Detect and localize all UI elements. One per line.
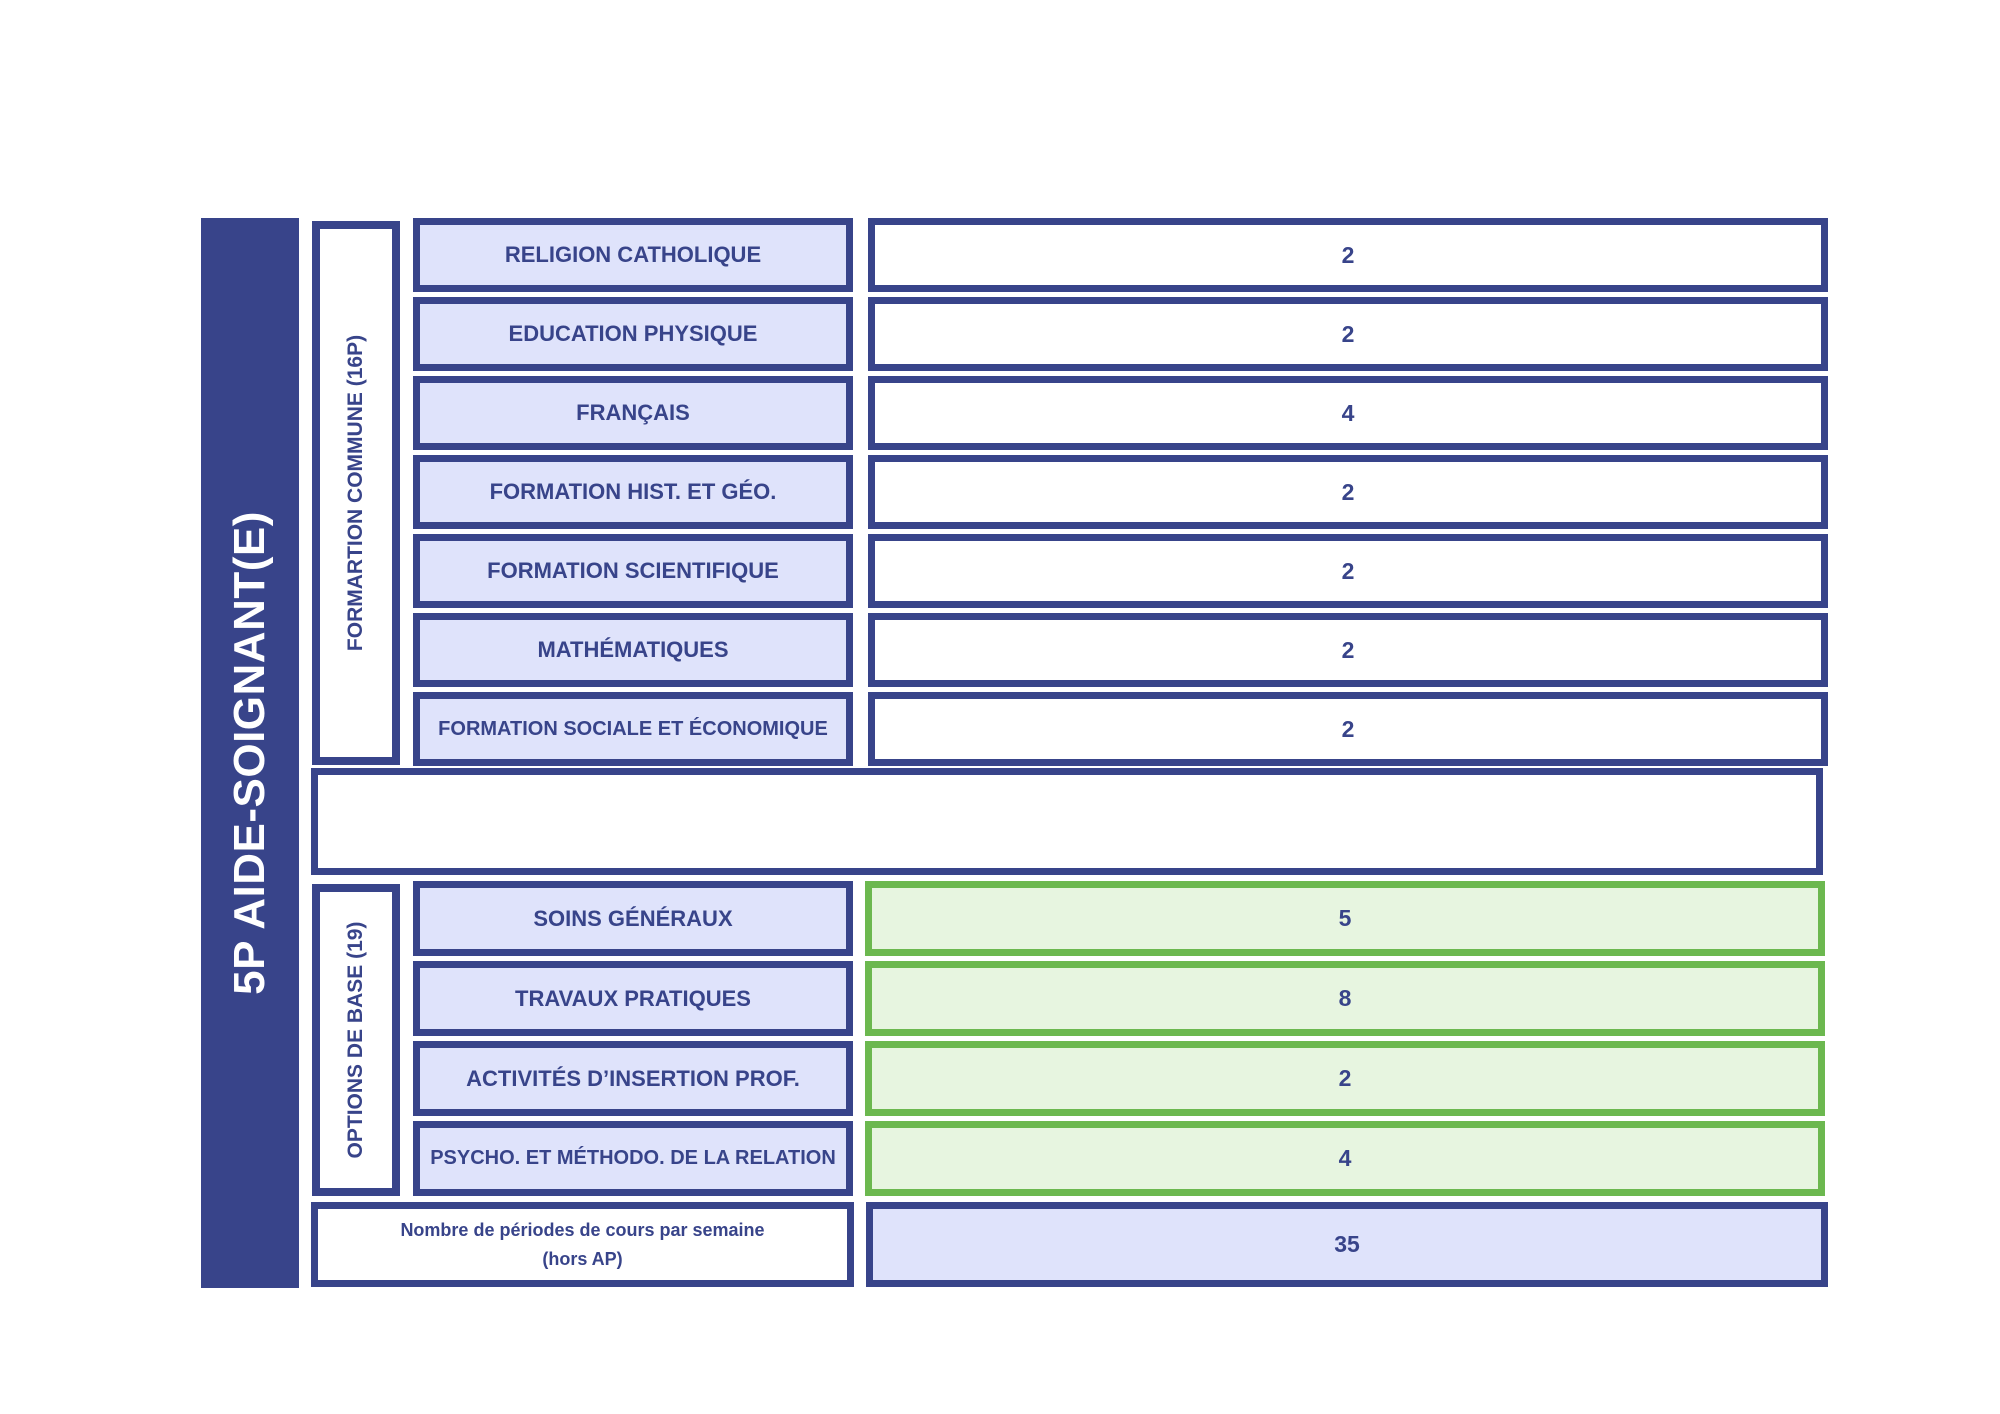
subject-cell: FRANÇAIS — [413, 376, 853, 450]
periods-cell: 4 — [868, 376, 1828, 450]
periods-cell: 2 — [868, 613, 1828, 687]
periods-cell: 2 — [868, 534, 1828, 608]
total-label-line1: Nombre de périodes de cours par semaine — [400, 1219, 765, 1240]
subject-cell: TRAVAUX PRATIQUES — [413, 961, 853, 1036]
empty-separator-box — [311, 768, 1823, 875]
group-options-de-base: OPTIONS DE BASE (19) — [312, 884, 400, 1196]
periods-cell: 2 — [868, 455, 1828, 529]
subject-cell: FORMATION SCIENTIFIQUE — [413, 534, 853, 608]
subject-cell: MATHÉMATIQUES — [413, 613, 853, 687]
periods-cell-option: 5 — [865, 881, 1825, 956]
subject-cell: FORMATION HIST. ET GÉO. — [413, 455, 853, 529]
periods-cell: 2 — [868, 218, 1828, 292]
subject-cell: SOINS GÉNÉRAUX — [413, 881, 853, 956]
subject-cell: FORMATION SOCIALE ET ÉCONOMIQUE — [413, 692, 853, 766]
periods-cell-option: 8 — [865, 961, 1825, 1036]
periods-cell-option: 2 — [865, 1041, 1825, 1116]
periods-cell-option: 4 — [865, 1121, 1825, 1196]
program-title: 5P AIDE-SOIGNANT(E) — [225, 511, 274, 995]
total-label-line2: (hors AP) — [542, 1248, 623, 1269]
program-title-bar: 5P AIDE-SOIGNANT(E) — [201, 218, 299, 1288]
periods-cell: 2 — [868, 297, 1828, 371]
group-label-formation-commune: FORMARTION COMMUNE (16P) — [344, 334, 367, 652]
total-label-box: Nombre de périodes de cours par semaine … — [311, 1202, 854, 1287]
total-value: 35 — [866, 1202, 1828, 1287]
group-formation-commune: FORMARTION COMMUNE (16P) — [312, 221, 400, 765]
subject-cell: EDUCATION PHYSIQUE — [413, 297, 853, 371]
subject-cell: PSYCHO. ET MÉTHODO. DE LA RELATION — [413, 1121, 853, 1196]
subject-cell: ACTIVITÉS D’INSERTION PROF. — [413, 1041, 853, 1116]
periods-cell: 2 — [868, 692, 1828, 766]
subject-cell: RELIGION CATHOLIQUE — [413, 218, 853, 292]
group-label-options-de-base: OPTIONS DE BASE (19) — [344, 921, 367, 1159]
